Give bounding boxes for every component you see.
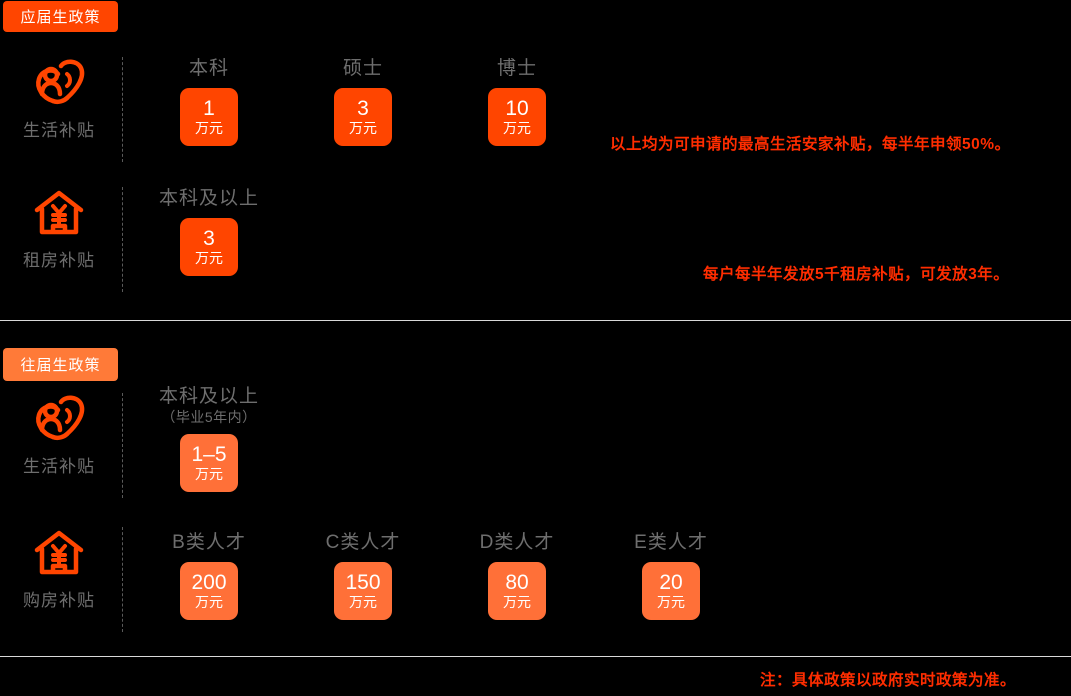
- footer-divider-line: [0, 656, 1071, 657]
- column-title: B类人才: [172, 532, 246, 553]
- chip-value: 3: [357, 97, 369, 120]
- value-chip: 80 万元: [488, 562, 546, 620]
- dashed-divider-row1: [122, 57, 123, 162]
- chip-value: 200: [191, 571, 227, 594]
- dashed-divider-row3: [122, 393, 123, 498]
- category-label: 生活补贴: [23, 457, 95, 476]
- chip-unit: 万元: [503, 120, 531, 136]
- value-chip: 1 万元: [180, 88, 238, 146]
- chip-unit: 万元: [503, 594, 531, 610]
- category-label: 租房补贴: [23, 251, 95, 270]
- column-title: 本科及以上: [158, 386, 259, 407]
- column-talent-c-purchase: C类人才 150 万元: [309, 532, 417, 620]
- column-title: 本科及以上: [158, 188, 259, 209]
- column-bachelor-above-past-living: 本科及以上 （毕业5年内） 1–5 万元: [155, 386, 263, 492]
- category-living-subsidy-past: 生活补贴: [0, 394, 118, 477]
- value-chip: 150 万元: [334, 562, 392, 620]
- note-living-subsidy-fresh: 以上均为可申请的最高生活安家补贴，每半年申领50%。: [610, 136, 1011, 153]
- chip-unit: 万元: [657, 594, 685, 610]
- column-talent-e-purchase: E类人才 20 万元: [617, 532, 725, 620]
- chip-value: 80: [505, 571, 529, 594]
- chip-value: 10: [505, 97, 529, 120]
- section-badge-fresh-graduate: 应届生政策: [3, 1, 118, 32]
- section-badge-past-graduate: 往届生政策: [3, 348, 118, 381]
- category-rent-subsidy-fresh: 租房补贴: [0, 188, 118, 271]
- house-yuan-icon: [0, 188, 118, 238]
- chip-value: 3: [203, 227, 215, 250]
- column-talent-b-purchase: B类人才 200 万元: [155, 532, 263, 620]
- note-rent-subsidy-fresh: 每户每半年发放5千租房补贴，可发放3年。: [703, 266, 1010, 283]
- chip-value: 150: [345, 571, 381, 594]
- person-heart-icon: [0, 58, 118, 108]
- column-master-fresh-living: 硕士 3 万元: [309, 58, 417, 146]
- column-title: E类人才: [634, 532, 708, 553]
- column-subtitle: （毕业5年内）: [161, 409, 257, 425]
- category-home-purchase-subsidy-past: 购房补贴: [0, 528, 118, 611]
- column-title: 本科: [188, 58, 229, 79]
- chip-unit: 万元: [195, 120, 223, 136]
- column-title: 博士: [496, 58, 537, 79]
- chip-unit: 万元: [349, 120, 377, 136]
- column-title: 硕士: [342, 58, 383, 79]
- chip-value: 1: [203, 97, 215, 120]
- footer-note: 注：具体政策以政府实时政策为准。: [760, 672, 1017, 689]
- category-living-subsidy-fresh: 生活补贴: [0, 58, 118, 141]
- house-yuan-icon: [0, 528, 118, 578]
- chip-value: 1–5: [191, 443, 227, 466]
- person-heart-icon: [0, 394, 118, 444]
- column-doctor-fresh-living: 博士 10 万元: [463, 58, 571, 146]
- chip-unit: 万元: [195, 466, 223, 482]
- value-chip: 1–5 万元: [180, 434, 238, 492]
- value-chip: 10 万元: [488, 88, 546, 146]
- value-chip: 200 万元: [180, 562, 238, 620]
- column-talent-d-purchase: D类人才 80 万元: [463, 532, 571, 620]
- chip-unit: 万元: [195, 594, 223, 610]
- category-label: 购房补贴: [23, 591, 95, 610]
- value-chip: 3 万元: [180, 218, 238, 276]
- column-bachelor-above-fresh-rent: 本科及以上 3 万元: [155, 188, 263, 276]
- value-chip: 3 万元: [334, 88, 392, 146]
- category-label: 生活补贴: [23, 121, 95, 140]
- column-title: C类人才: [325, 532, 401, 553]
- chip-value: 20: [659, 571, 683, 594]
- chip-unit: 万元: [195, 250, 223, 266]
- column-title: D类人才: [479, 532, 555, 553]
- column-bachelor-fresh-living: 本科 1 万元: [155, 58, 263, 146]
- chip-unit: 万元: [349, 594, 377, 610]
- dashed-divider-row2: [122, 187, 123, 292]
- value-chip: 20 万元: [642, 562, 700, 620]
- section-divider-line: [0, 320, 1071, 321]
- dashed-divider-row4: [122, 527, 123, 632]
